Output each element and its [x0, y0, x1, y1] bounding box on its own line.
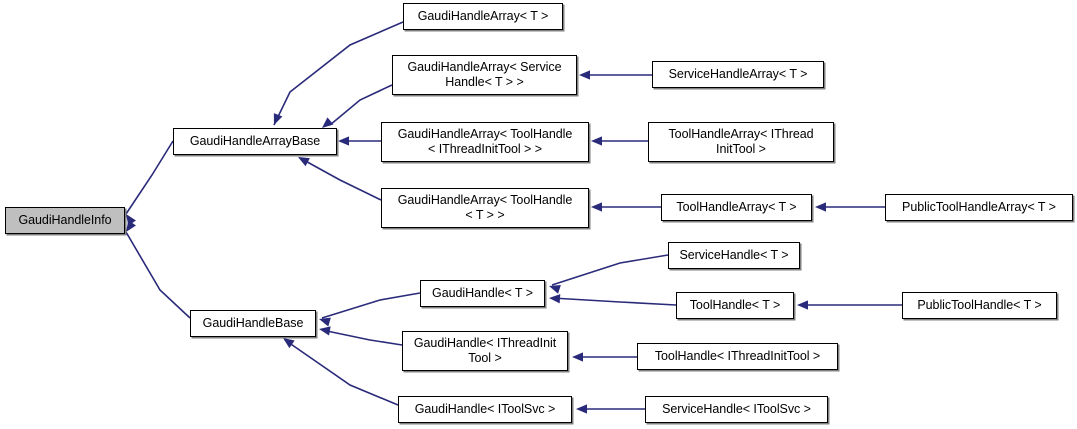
- class-node-label: GaudiHandleArray< ToolHandle < IThreadIn…: [397, 127, 573, 156]
- inheritance-edge: [273, 21, 404, 126]
- inheritance-edge: [551, 297, 677, 306]
- class-node-service-handle-array-t[interactable]: ServiceHandleArray< T >: [652, 61, 824, 88]
- class-node-label: PublicToolHandle< T >: [917, 298, 1042, 312]
- class-node-label: GaudiHandle< IThreadInit Tool >: [413, 336, 557, 365]
- class-node-gaudi-handle-ithreadinittool[interactable]: GaudiHandle< IThreadInit Tool >: [402, 331, 568, 371]
- inheritance-arrowhead: [591, 202, 602, 212]
- class-node-public-tool-handle-t[interactable]: PublicToolHandle< T >: [902, 292, 1057, 319]
- class-node-gaudi-handle-t[interactable]: GaudiHandle< T >: [420, 280, 545, 307]
- inheritance-edge: [329, 84, 393, 126]
- class-node-tool-handle-array-ithreadinittool[interactable]: ToolHandleArray< IThread InitTool >: [648, 122, 834, 162]
- inheritance-arrowhead: [273, 113, 283, 125]
- class-node-label: ServiceHandleArray< T >: [668, 67, 808, 81]
- class-node-tool-handle-array-t[interactable]: ToolHandleArray< T >: [661, 194, 812, 221]
- class-node-label: ToolHandle< T >: [689, 298, 781, 312]
- inheritance-edge: [284, 339, 399, 406]
- inheritance-arrowhead: [319, 326, 331, 336]
- class-node-label: GaudiHandle< IToolSvc >: [414, 402, 556, 416]
- inheritance-arrowhead: [576, 404, 587, 414]
- class-node-label: GaudiHandleArrayBase: [189, 134, 321, 148]
- class-node-gaudi-handle-array-base[interactable]: GaudiHandleArrayBase: [173, 128, 337, 155]
- class-node-gaudi-handle-base[interactable]: GaudiHandleBase: [190, 310, 316, 337]
- inheritance-edge: [321, 292, 421, 319]
- class-node-label: ToolHandle< IThreadInitTool >: [654, 349, 821, 363]
- class-node-label: GaudiHandleInfo: [18, 213, 112, 227]
- class-node-label: GaudiHandleArray< T >: [417, 9, 549, 23]
- class-node-tool-handle-t[interactable]: ToolHandle< T >: [676, 292, 794, 319]
- class-node-label: ToolHandleArray< T >: [676, 200, 797, 214]
- class-node-service-handle-t[interactable]: ServiceHandle< T >: [668, 242, 800, 269]
- inheritance-arrowhead: [549, 285, 561, 294]
- class-node-label: ServiceHandle< IToolSvc >: [662, 402, 811, 416]
- inheritance-edge: [125, 231, 191, 319]
- inheritance-arrowhead: [549, 294, 561, 304]
- class-node-gaudi-handle-array-t[interactable]: GaudiHandleArray< T >: [403, 3, 563, 30]
- inheritance-arrowhead: [319, 317, 331, 327]
- inheritance-edge: [551, 254, 669, 286]
- class-node-gaudi-handle-array-service-handle-t[interactable]: GaudiHandleArray< Service Handle< T > >: [392, 55, 577, 95]
- class-node-service-handle-itoolsvc[interactable]: ServiceHandle< IToolSvc >: [645, 396, 828, 423]
- class-node-tool-handle-ithreadinittool[interactable]: ToolHandle< IThreadInitTool >: [637, 343, 838, 370]
- inheritance-arrowhead: [815, 202, 826, 212]
- class-node-gaudi-handle-info[interactable]: GaudiHandleInfo: [5, 207, 125, 234]
- class-node-label: GaudiHandleArray< ToolHandle < T > >: [397, 193, 573, 222]
- inheritance-edge: [321, 329, 403, 346]
- class-node-label: ServiceHandle< T >: [679, 248, 789, 262]
- inheritance-edge: [299, 157, 382, 201]
- inheritance-arrowhead: [797, 300, 808, 310]
- class-node-gaudi-handle-itoolsvc[interactable]: GaudiHandle< IToolSvc >: [398, 396, 572, 423]
- class-node-label: GaudiHandleArray< Service Handle< T > >: [407, 60, 562, 89]
- class-node-label: ToolHandleArray< IThread InitTool >: [668, 127, 814, 156]
- inheritance-edge: [125, 140, 174, 215]
- class-node-label: GaudiHandle< T >: [432, 286, 533, 300]
- inheritance-arrowhead: [579, 70, 590, 80]
- inheritance-arrowhead: [338, 136, 349, 146]
- inheritance-arrowhead: [591, 136, 602, 146]
- class-node-gaudi-handle-array-tool-handle-ithreadinittool[interactable]: GaudiHandleArray< ToolHandle < IThreadIn…: [381, 122, 589, 162]
- inheritance-arrowhead: [572, 352, 583, 362]
- class-node-gaudi-handle-array-tool-handle-t[interactable]: GaudiHandleArray< ToolHandle < T > >: [381, 188, 589, 228]
- class-node-public-tool-handle-array-t[interactable]: PublicToolHandleArray< T >: [885, 194, 1073, 221]
- class-node-label: PublicToolHandleArray< T >: [902, 200, 1056, 214]
- class-node-label: GaudiHandleBase: [202, 316, 304, 330]
